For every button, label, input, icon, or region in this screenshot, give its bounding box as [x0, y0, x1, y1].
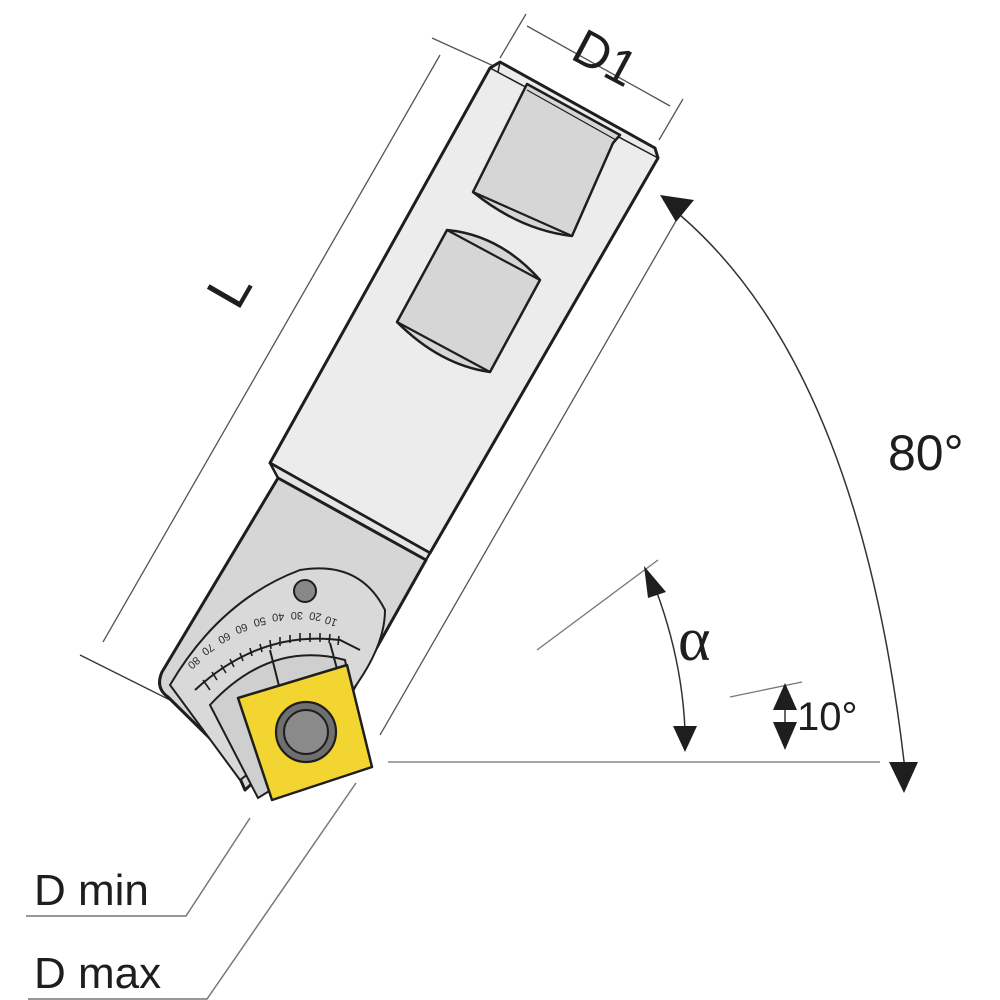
- angle-arm-line: [379, 199, 689, 736]
- scale-label: 50: [252, 614, 266, 628]
- scale-label: 60: [216, 629, 232, 645]
- length-label: L: [194, 260, 264, 318]
- angle-80-label: 80°: [888, 425, 964, 481]
- scale-label: 20: [308, 609, 322, 623]
- scale-label: 70: [199, 641, 216, 658]
- angle-scale-labels: 10 20 30 40 50 60 60 70 80: [185, 609, 339, 671]
- dmin-label: D min: [34, 866, 149, 915]
- angle-alpha-dimension: [536, 559, 697, 752]
- d1-dimension: [499, 13, 684, 141]
- dmax-label: D max: [34, 949, 161, 998]
- alpha-label: α: [678, 606, 710, 674]
- dmax-leader: [28, 782, 357, 1000]
- scale-label: 40: [272, 610, 285, 623]
- dmin-leader: [26, 817, 251, 917]
- tool-shank: [268, 60, 660, 555]
- pivot-pin: [293, 579, 317, 603]
- angle-10-dimension: [729, 681, 803, 750]
- scale-label: 60: [233, 620, 249, 635]
- cutting-insert: [236, 663, 374, 802]
- scale-label: 10: [323, 613, 339, 628]
- angle-10-label: 10°: [797, 695, 858, 739]
- scale-label: 30: [291, 609, 303, 621]
- angle-80-dimension: [660, 195, 918, 793]
